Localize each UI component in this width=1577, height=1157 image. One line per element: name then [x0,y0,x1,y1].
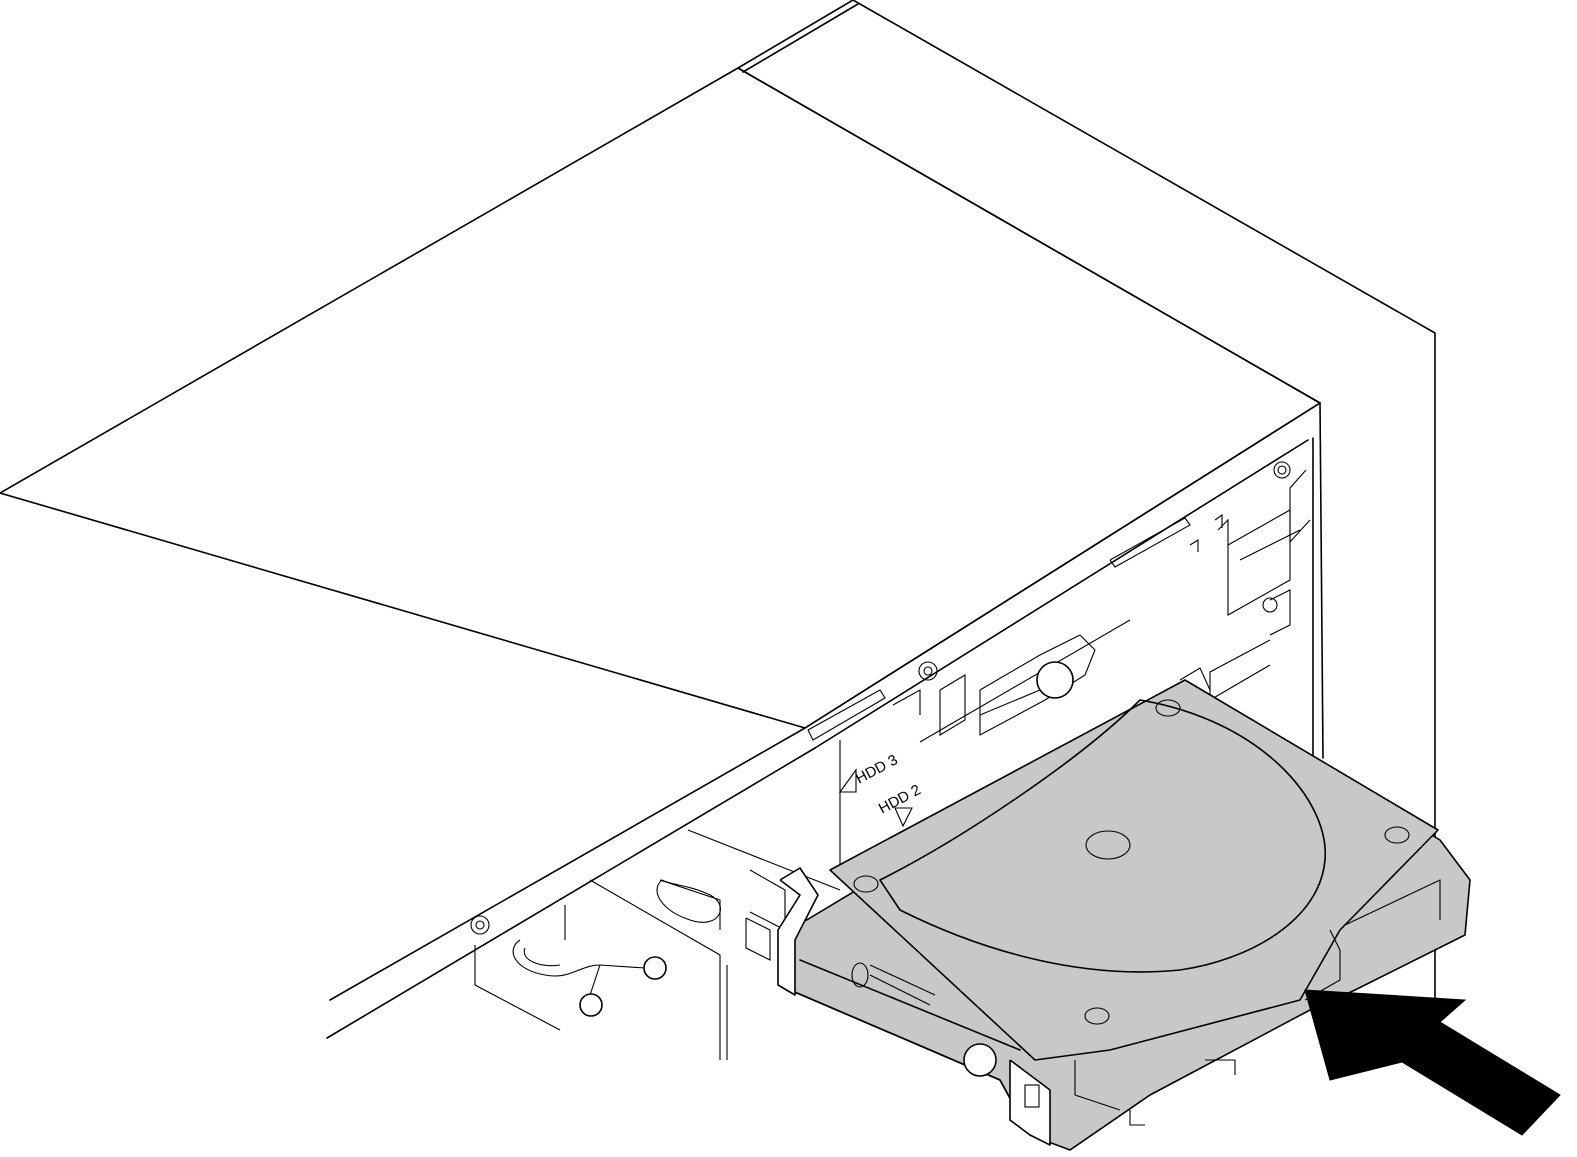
lower-cage-bracket [470,829,841,1060]
label-hdd2: HDD 2 [876,781,924,817]
hard-disk-drive [777,679,1471,1151]
chassis-top-cover [0,0,1436,1011]
label-hdd3: HDD 3 [853,751,901,787]
insertion-arrow [1304,989,1561,1136]
drive-cage [839,461,1311,878]
cage-mounting-features [807,634,1096,741]
chassis-front-edge [326,402,1321,1039]
hdd-slot-labels: HDD 3 HDD 2 [838,751,924,828]
